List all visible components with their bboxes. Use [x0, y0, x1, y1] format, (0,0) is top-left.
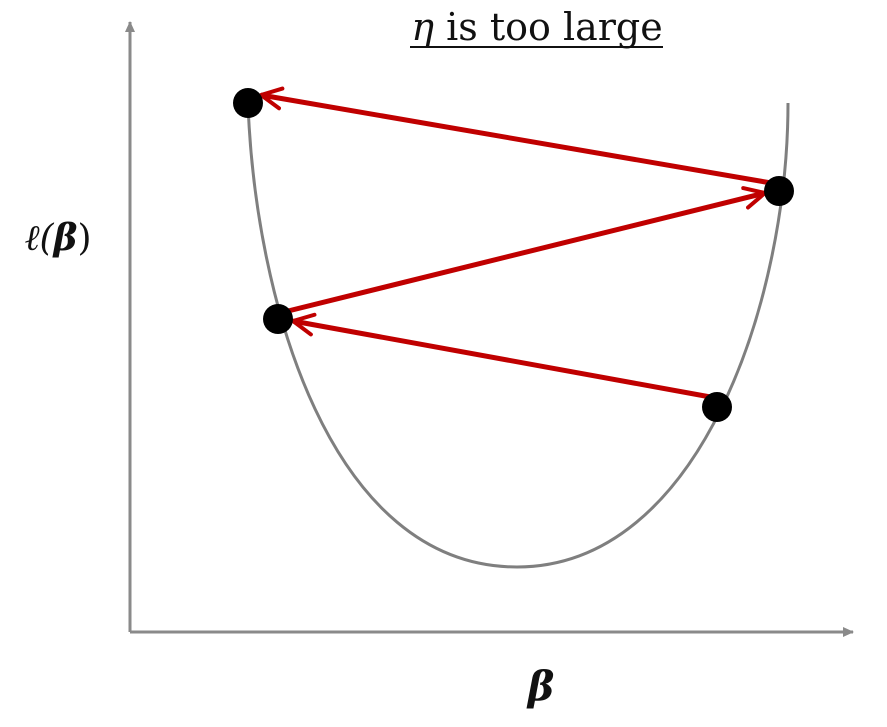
point-right-upper — [764, 176, 794, 206]
y-axis-label: ℓ(β) — [25, 217, 92, 259]
x-axis-label: β — [526, 663, 555, 710]
title: η is too large — [411, 5, 663, 49]
step-arrow-1 — [291, 312, 717, 401]
point-left-top — [233, 88, 263, 118]
title-rest: is too large — [434, 5, 663, 49]
point-right-lower — [702, 392, 732, 422]
loss-curve — [246, 102, 790, 569]
step-arrow-3 — [259, 86, 778, 187]
title-symbol: η — [411, 5, 434, 49]
step-arrow-2 — [279, 186, 767, 316]
point-left-middle — [263, 304, 293, 334]
